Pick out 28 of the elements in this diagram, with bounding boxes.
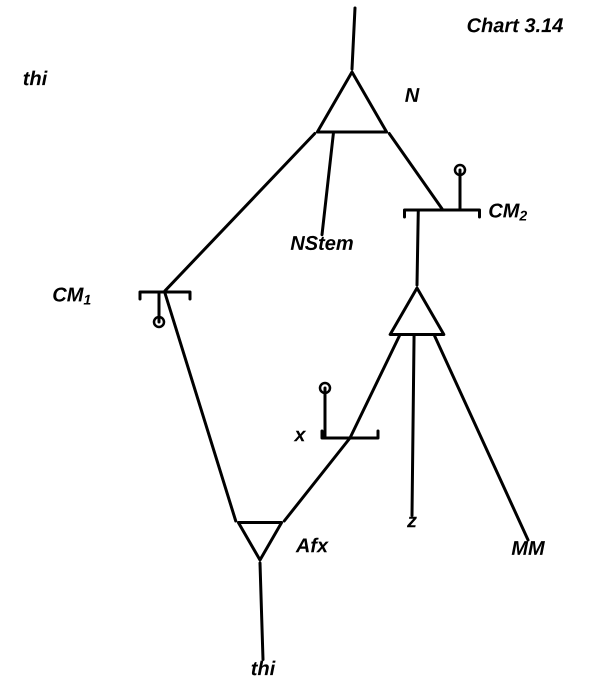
connector-line	[388, 132, 444, 210]
triangle-node	[388, 286, 446, 336]
node-label: CM$_{1}$	[53, 287, 90, 305]
triangle-node	[236, 521, 284, 562]
connector-line	[164, 292, 238, 522]
bracket-symbol	[318, 382, 380, 440]
node-label: CM$_{2}$	[489, 203, 528, 221]
node-label: x	[294, 430, 306, 442]
node-text: thi	[252, 660, 276, 676]
connector-line	[258, 562, 264, 661]
node-label: Afx	[295, 538, 329, 552]
connector-line	[350, 6, 356, 70]
node-text: MM	[512, 541, 545, 555]
node-text: NStem	[290, 236, 353, 250]
bracket-symbol	[138, 290, 192, 328]
node-text: z	[406, 516, 417, 528]
chart-title: Chart 3.14	[468, 18, 563, 32]
text-label: thi	[24, 70, 48, 86]
connector-line	[282, 436, 352, 522]
connector-line	[433, 334, 530, 542]
connector-line	[164, 132, 316, 292]
node-label: N	[405, 88, 420, 102]
connector-line	[348, 334, 401, 440]
triangle-node	[316, 70, 388, 134]
bracket-symbol	[403, 164, 481, 218]
connector-line	[410, 334, 416, 517]
connector-line	[416, 208, 420, 286]
connector-line	[320, 132, 335, 236]
